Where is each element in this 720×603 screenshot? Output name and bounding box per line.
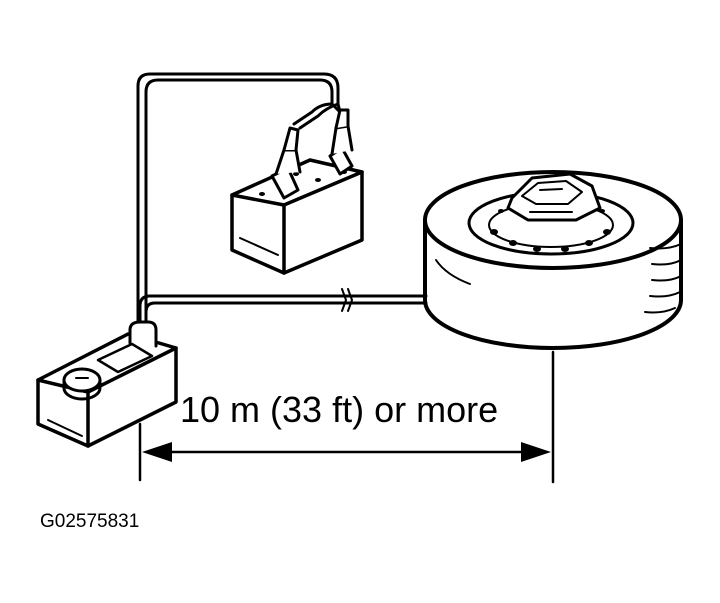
distance-label: 10 m (33 ft) or more	[178, 388, 501, 432]
figure-code: G02575831	[40, 511, 140, 532]
deployment-tool-icon	[36, 320, 178, 448]
wheel-tire-icon	[423, 170, 683, 350]
distance-arrow-icon	[138, 350, 555, 484]
battery-icon	[230, 108, 364, 275]
